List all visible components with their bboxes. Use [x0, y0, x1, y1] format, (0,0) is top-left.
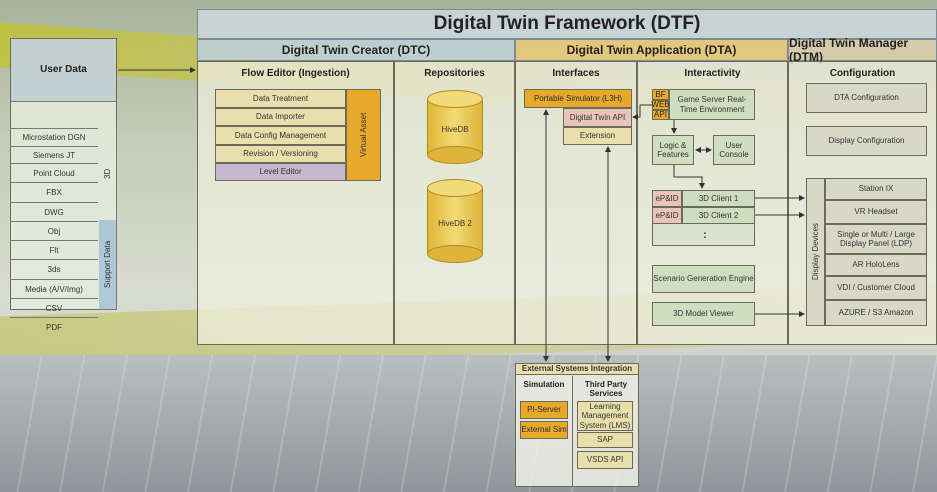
third-party-title: Third Party Services	[584, 380, 628, 398]
user-data-item: Flt	[10, 240, 98, 259]
hivedb-label: HiveDB	[441, 125, 469, 135]
user-data-item: Microstation DGN	[10, 128, 98, 146]
user-data-panel: User Data	[10, 38, 117, 310]
device-item: AZURE / S3 Amazon	[825, 300, 927, 326]
portable-simulator-box: Portable Simulator (L3H)	[524, 89, 632, 108]
model-viewer-box: 3D Model Viewer	[652, 302, 755, 326]
external-sim-box: External Sim	[520, 421, 568, 439]
game-server-box: Game Server Real-Time Environment	[669, 89, 755, 120]
flow-editor-title: Flow Editor (Ingestion)	[241, 68, 350, 79]
hivedb2-label: HiveDB 2	[438, 219, 472, 229]
hivedb-cylinder: HiveDB	[427, 90, 483, 164]
data-treatment-box: Data Treatment	[215, 89, 346, 108]
user-data-item: 3ds	[10, 259, 98, 279]
device-item: VDI / Customer Cloud	[825, 276, 927, 300]
repositories-title: Repositories	[424, 68, 485, 79]
data-importer-box: Data Importer	[215, 108, 346, 126]
user-data-list: Microstation DGN Siemens JT Point Cloud …	[10, 128, 98, 332]
user-data-item: Obj	[10, 221, 98, 240]
device-item: Station IX	[825, 178, 927, 200]
bf-badge: BF	[652, 89, 669, 100]
user-data-item: Siemens JT	[10, 146, 98, 163]
digital-twin-api-box: Digital Twin API	[563, 108, 632, 127]
client2-box: 3D Client 2	[682, 207, 755, 224]
pi-server-box: PI-Server	[520, 401, 568, 419]
clients-ellipsis: :	[703, 228, 707, 241]
page-title: Digital Twin Framework (DTF)	[197, 9, 937, 39]
user-console-box: User Console	[713, 135, 755, 165]
user-data-item: Media (A/V/Img)	[10, 279, 98, 298]
client1-tag: eP&ID	[652, 190, 682, 207]
interactivity-title: Interactivity	[684, 68, 741, 79]
user-data-item: CSV	[10, 298, 98, 317]
display-configuration-box: Display Configuration	[806, 126, 927, 156]
sap-box: SAP	[577, 432, 633, 448]
section-header-dtc: Digital Twin Creator (DTC)	[197, 39, 515, 61]
section-header-dtm: Digital Twin Manager (DTM)	[788, 36, 937, 64]
vsds-api-box: VSDS API	[577, 451, 633, 469]
label-3d: 3D	[99, 128, 117, 220]
level-editor-box: Level Editor	[215, 163, 346, 181]
virtual-asset-box: Virtual Asset	[346, 89, 381, 181]
data-config-management-box: Data Config Management	[215, 126, 346, 145]
hivedb2-cylinder: HiveDB 2	[427, 179, 483, 263]
client2-tag: eP&ID	[652, 207, 682, 224]
client1-box: 3D Client 1	[682, 190, 755, 207]
label-support-data: Support Data	[99, 220, 117, 310]
api-badge: API	[652, 110, 669, 120]
user-data-item: DWG	[10, 202, 98, 221]
user-data-item: PDF	[10, 317, 98, 336]
dta-configuration-box: DTA Configuration	[806, 83, 927, 113]
configuration-title: Configuration	[829, 68, 896, 79]
device-item: Single or Multi / Large Display Panel (L…	[825, 224, 927, 254]
interfaces-title: Interfaces	[552, 68, 600, 79]
user-data-item: FBX	[10, 182, 98, 202]
simulation-title: Simulation	[523, 380, 565, 389]
external-divider	[572, 376, 573, 487]
lms-box: Learning Management System (LMS)	[577, 401, 633, 431]
section-header-dta: Digital Twin Application (DTA)	[515, 39, 788, 61]
external-systems-title: External Systems Integration	[515, 363, 639, 375]
extension-box: Extension	[563, 127, 632, 145]
revision-versioning-box: Revision / Versioning	[215, 145, 346, 163]
background-floor	[0, 355, 937, 492]
device-item: VR Headset	[825, 200, 927, 224]
logic-features-box: Logic & Features	[652, 135, 694, 165]
web-badge: WEB	[651, 100, 670, 110]
device-item: AR HoloLens	[825, 254, 927, 276]
user-data-item: Point Cloud	[10, 163, 98, 182]
user-data-title: User Data	[11, 39, 116, 102]
display-devices-label: Display Devices	[806, 178, 825, 326]
scenario-generation-box: Scenario Generation Engine	[652, 265, 755, 293]
